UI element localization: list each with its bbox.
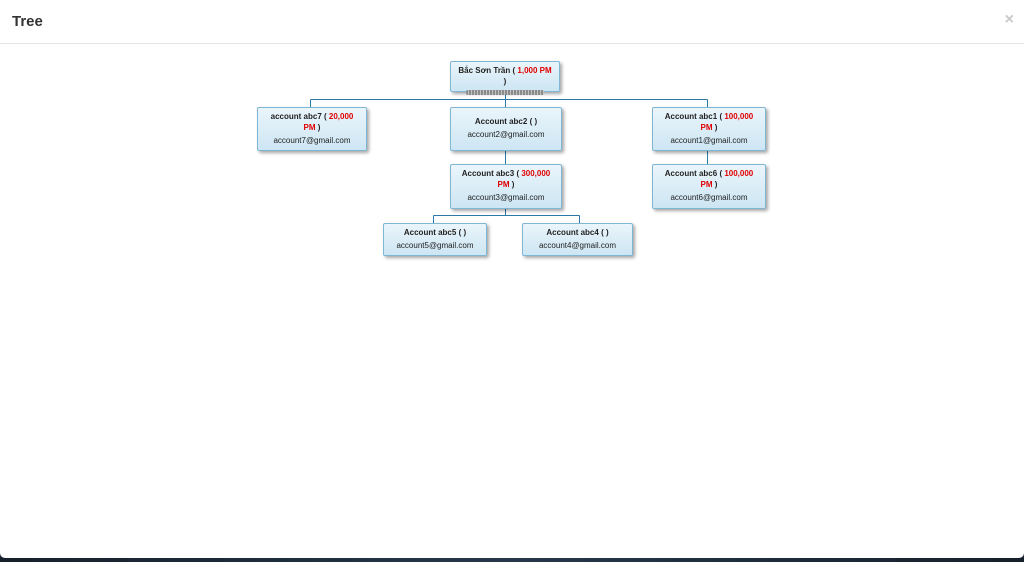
node-name: Account abc2: [474, 117, 528, 126]
node-amount: 100,000 PM: [700, 112, 754, 132]
node-title: Account abc4 ( ): [546, 228, 609, 237]
tree-node-abc5[interactable]: Account abc5 ( ) account5@gmail.com: [383, 223, 487, 256]
node-title: Bắc Sơn Trần ( 1,000 PM ): [458, 66, 552, 86]
node-name: Account abc1: [664, 112, 718, 121]
node-email: account7@gmail.com: [273, 136, 351, 145]
org-tree: Bắc Sơn Trần ( 1,000 PM ) account abc7 (…: [0, 45, 1024, 558]
node-email: account1@gmail.com: [670, 136, 748, 145]
node-email: account6@gmail.com: [670, 193, 748, 202]
modal-title: Tree: [12, 13, 43, 30]
node-name: Bắc Sơn Trần: [458, 66, 511, 75]
node-title: Account abc3 ( 300,000 PM ): [461, 169, 551, 189]
node-email: account2@gmail.com: [467, 130, 545, 139]
redacted-subtitle: [466, 90, 544, 95]
node-amount: 300,000 PM: [497, 169, 551, 189]
node-amount: 1,000 PM: [517, 66, 552, 75]
node-title: account abc7 ( 20,000 PM ): [270, 112, 354, 132]
connector-root: [310, 92, 708, 107]
node-email: account4@gmail.com: [538, 241, 617, 250]
node-amount: 100,000 PM: [700, 169, 754, 189]
node-title: Account abc1 ( 100,000 PM ): [664, 112, 754, 132]
tree-connectors: [310, 92, 708, 223]
modal-header: Tree ×: [0, 0, 1024, 44]
tree-node-root[interactable]: Bắc Sơn Trần ( 1,000 PM ): [450, 61, 560, 95]
node-name: Account abc3: [461, 169, 515, 178]
node-amount: 20,000 PM: [303, 112, 354, 132]
node-email: account5@gmail.com: [396, 241, 474, 250]
tree-node-abc6[interactable]: Account abc6 ( 100,000 PM ) account6@gma…: [652, 164, 766, 209]
node-title: Account abc2 ( ): [474, 117, 538, 126]
node-name: Account abc4: [546, 228, 599, 237]
tree-node-abc7[interactable]: account abc7 ( 20,000 PM ) account7@gmai…: [257, 107, 367, 151]
tree-node-abc1[interactable]: Account abc1 ( 100,000 PM ) account1@gma…: [652, 107, 766, 151]
node-name: account abc7: [270, 112, 322, 121]
node-title: Account abc5 ( ): [403, 228, 467, 237]
tree-node-abc2[interactable]: Account abc2 ( ) account2@gmail.com: [450, 107, 562, 151]
node-email: account3@gmail.com: [467, 193, 545, 202]
close-icon[interactable]: ×: [1004, 11, 1014, 28]
tree-node-abc3[interactable]: Account abc3 ( 300,000 PM ) account3@gma…: [450, 164, 562, 209]
node-name: Account abc6: [664, 169, 718, 178]
node-name: Account abc5: [403, 228, 457, 237]
background-strip: [0, 558, 1024, 562]
connector-abc3: [433, 209, 580, 223]
node-title: Account abc6 ( 100,000 PM ): [664, 169, 754, 189]
tree-node-abc4[interactable]: Account abc4 ( ) account4@gmail.com: [522, 223, 633, 256]
